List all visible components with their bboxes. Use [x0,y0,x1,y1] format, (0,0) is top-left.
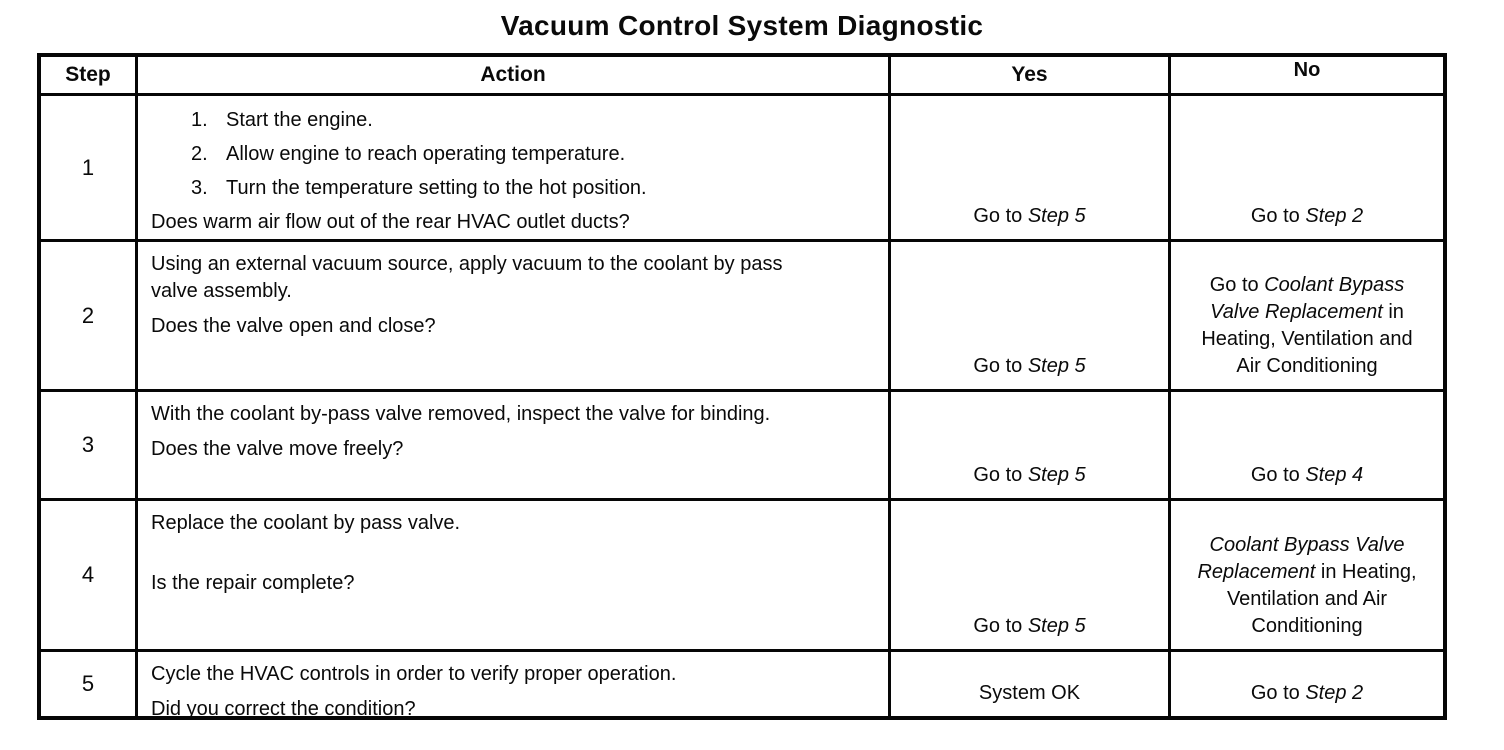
list-text: Turn the temperature setting to the hot … [226,177,647,199]
step-number: 5 [81,671,95,696]
yes-cell: Go to Step 5 [891,242,1171,392]
no-outcome: Go to Coolant Bypass Valve Replacement i… [1187,272,1427,380]
action-paragraph: Replace the coolant by pass valve. [151,512,461,534]
action-list: 1. Start the engine. 2. Allow engine to rea… [151,105,874,202]
outcome-text: in Heating, Ventilation and Air Conditio… [1226,561,1417,637]
list-number: 3. [191,177,208,199]
list-number: 2. [191,143,208,165]
reference-italic-text: Coolant Bypass Valve Replacement [1210,274,1405,323]
step-number: 1 [81,154,95,180]
reference-italic-text: Step 4 [1305,464,1364,486]
action-question: Does the valve open and close? [151,315,436,337]
yes-outcome: Go to Step 5 [907,613,1152,640]
reference-italic-text: Coolant Bypass Valve Replacement [1197,534,1405,583]
no-cell: Go to Step 4 [1171,392,1443,501]
action-cell: Using an external vacuum source, apply v… [138,242,891,392]
no-outcome: Go to Step 2 [1187,203,1427,230]
list-text: Start the engine. [226,109,373,131]
outcome-text: System OK [978,682,1081,704]
diagnostic-table: Step Action Yes No 1 1. Start the engine.… [37,53,1447,720]
step-cell: 3 [41,392,138,501]
header-label-step: Step [65,63,111,86]
action-cell: 1. Start the engine. 2. Allow engine to rea… [138,96,891,242]
action-list-item: 1. Start the engine. [191,107,874,134]
no-cell: Go to Step 2 [1171,96,1443,242]
outcome-text: Go to [973,205,1028,227]
step-cell: 4 [41,501,138,652]
yes-outcome: Go to Step 5 [907,203,1152,230]
yes-cell: System OK [891,652,1171,716]
header-label-action: Action [480,63,546,86]
action-paragraph: Cycle the HVAC controls in order to veri… [151,663,677,685]
action-cell: Replace the coolant by pass valve. Is th… [138,501,891,652]
yes-cell: Go to Step 5 [891,96,1171,242]
header-cell-yes: Yes [891,57,1171,96]
yes-outcome: System OK [907,680,1152,707]
outcome-text: in Heating, Ventilation and Air Conditio… [1201,301,1413,377]
reference-italic-text: Step 2 [1305,682,1364,704]
header-label-no: No [1293,59,1321,81]
step-cell: 5 [41,652,138,716]
yes-cell: Go to Step 5 [891,392,1171,501]
step-cell: 1 [41,96,138,242]
step-number: 3 [81,432,95,457]
action-paragraph: Using an external vacuum source, apply v… [151,253,783,302]
yes-outcome: Go to Step 5 [907,462,1152,489]
outcome-text: Go to [1250,464,1306,486]
no-outcome: Go to Step 2 [1187,680,1427,707]
outcome-text: Go to [973,464,1028,486]
action-question: Does warm air flow out of the rear HVAC … [151,211,630,233]
outcome-text: Go to [973,615,1028,637]
outcome-text: Go to [1209,274,1265,296]
reference-italic-text: Step 5 [1027,355,1086,377]
no-cell: Go to Step 2 [1171,652,1443,716]
outcome-text: Go to [1250,682,1306,704]
action-cell: Cycle the HVAC controls in order to veri… [138,652,891,716]
outcome-text: Go to [973,355,1028,377]
header-cell-no: No [1171,57,1443,96]
reference-italic-text: Step 5 [1027,205,1086,227]
yes-outcome: Go to Step 5 [907,353,1152,380]
reference-italic-text: Step 5 [1027,464,1086,486]
header-label-yes: Yes [1011,63,1048,86]
no-cell: Go to Coolant Bypass Valve Replacement i… [1171,242,1443,392]
reference-italic-text: Step 5 [1027,615,1086,637]
step-number: 2 [81,302,95,328]
no-outcome: Go to Step 4 [1187,462,1427,489]
reference-italic-text: Step 2 [1305,205,1364,227]
step-cell: 2 [41,242,138,392]
step-number: 4 [81,562,95,587]
page-title: Vacuum Control System Diagnostic [500,10,984,41]
header-cell-step: Step [41,57,138,96]
action-paragraphs: Replace the coolant by pass valve. [151,510,874,537]
list-text: Allow engine to reach operating temperat… [226,143,626,165]
outcome-text: Go to [1250,205,1306,227]
no-cell: Coolant Bypass Valve Replacement in Heat… [1171,501,1443,652]
action-paragraphs: Cycle the HVAC controls in order to veri… [151,661,874,688]
yes-cell: Go to Step 5 [891,501,1171,652]
action-cell: With the coolant by-pass valve removed, … [138,392,891,501]
action-paragraphs: Using an external vacuum source, apply v… [151,251,874,305]
no-outcome: Coolant Bypass Valve Replacement in Heat… [1187,532,1427,640]
action-question: Does the valve move freely? [151,438,404,460]
action-list-item: 2. Allow engine to reach operating temper… [191,141,874,168]
action-list-item: 3. Turn the temperature setting to the ho… [191,175,874,202]
action-paragraph: With the coolant by-pass valve removed, … [151,403,771,425]
action-question: Did you correct the condition? [151,698,416,716]
action-question: Is the repair complete? [151,572,355,594]
header-cell-action: Action [138,57,891,96]
action-paragraphs: With the coolant by-pass valve removed, … [151,401,874,428]
list-number: 1. [191,109,208,131]
